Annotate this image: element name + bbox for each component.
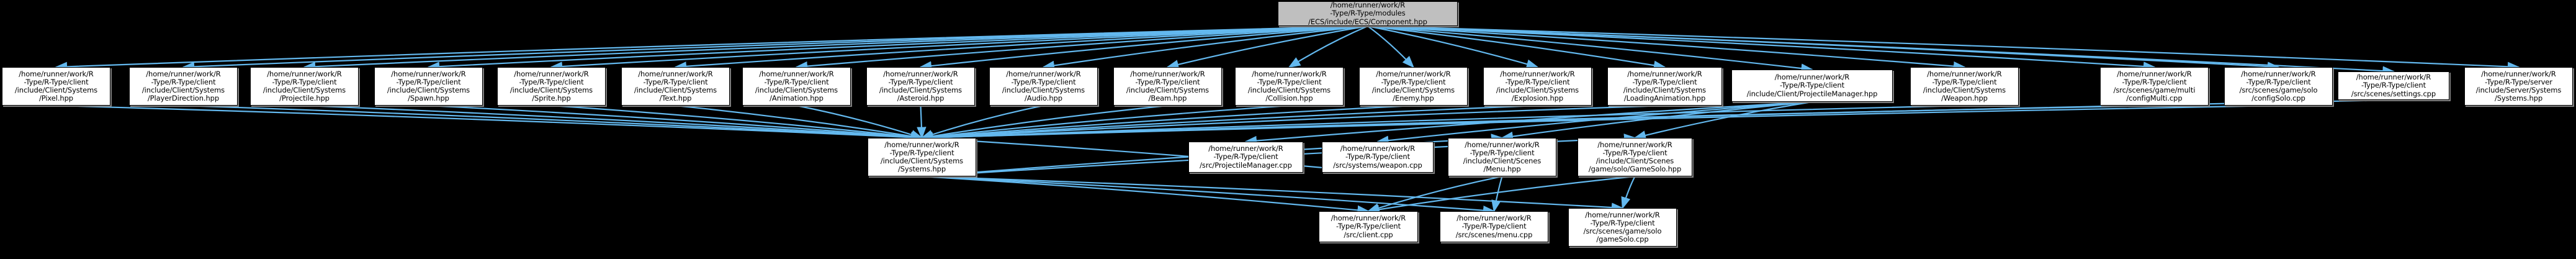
graph-edge-clientsystems-to-gamesolocpp — [922, 175, 1624, 212]
graph-edge-playerdirection-to-clientsystems — [183, 104, 923, 142]
graph-node-projectilemanagercpp[interactable]: /home/runner/work/R -Type/R-Type/client … — [1188, 142, 1303, 173]
graph-node-clientcpp[interactable]: /home/runner/work/R -Type/R-Type/client … — [1319, 211, 1418, 242]
graph-node-projectilemanager[interactable]: /home/runner/work/R -Type/R-Type/client … — [1731, 70, 1893, 102]
graph-edge-explosion-to-clientsystems — [920, 104, 1538, 142]
graph-node-projectile[interactable]: /home/runner/work/R -Type/R-Type/client … — [250, 67, 359, 106]
graph-edge-menuhpp-to-clientcpp — [1367, 175, 1502, 213]
graph-node-gamesolohpp[interactable]: /home/runner/work/R -Type/R-Type/client … — [1577, 138, 1692, 176]
graph-edge-clientsystems-to-clientcpp — [922, 175, 1370, 216]
graph-edge-gamesolohpp-to-gamesolocpp — [1621, 176, 1636, 210]
graph-edge-weaponcpp-to-clientsystems — [920, 134, 1378, 174]
graph-edge-root-to-asteroid — [919, 25, 1368, 71]
graph-edge-configmulti-to-clientsystems — [920, 104, 2155, 143]
graph-node-configmulti[interactable]: /home/runner/work/R -Type/R-Type/client … — [2100, 67, 2209, 106]
graph-node-weaponcpp[interactable]: /home/runner/work/R -Type/R-Type/client … — [1322, 142, 1434, 173]
graph-node-menuhpp[interactable]: /home/runner/work/R -Type/R-Type/client … — [1448, 138, 1556, 176]
graph-edge-configsolo-to-clientsystems — [920, 104, 2279, 143]
graph-edge-root-to-sprite — [550, 25, 1368, 71]
graph-edge-collision-to-clientsystems — [920, 104, 1290, 142]
graph-edge-root-to-text — [674, 25, 1368, 71]
graph-edge-root-to-settings — [1367, 25, 2395, 76]
graph-edge-root-to-serversystems — [1367, 25, 2520, 71]
graph-edge-text-to-clientsystems — [675, 104, 923, 141]
graph-edge-root-to-projectilemanager — [1367, 25, 1814, 73]
graph-edge-sprite-to-clientsystems — [551, 104, 923, 142]
graph-edge-audio-to-clientsystems — [920, 104, 1044, 139]
graph-edge-root-to-audio — [1042, 25, 1368, 71]
graph-node-gamesolocpp[interactable]: /home/runner/work/R -Type/R-Type/client … — [1568, 208, 1677, 247]
graph-node-animation[interactable]: /home/runner/work/R -Type/R-Type/client … — [742, 67, 851, 106]
graph-node-settings[interactable]: /home/runner/work/R -Type/R-Type/client … — [2338, 71, 2449, 100]
graph-node-spawn[interactable]: /home/runner/work/R -Type/R-Type/client … — [374, 67, 483, 106]
graph-edge-settings-to-clientsystems — [920, 99, 2394, 143]
graph-edge-gamesolohpp-to-clientcpp — [1367, 175, 1635, 214]
graph-edge-root-to-pixel — [55, 25, 1368, 72]
graph-node-weapon[interactable]: /home/runner/work/R -Type/R-Type/client … — [1910, 67, 2019, 106]
graph-edge-projectilemanager-to-menuhpp — [1501, 101, 1813, 142]
graph-edge-animation-to-clientsystems — [796, 104, 923, 140]
graph-edge-root-to-loadinganimation — [1367, 25, 1666, 70]
graph-edge-root-to-configmulti — [1367, 25, 2156, 71]
graph-node-asteroid[interactable]: /home/runner/work/R -Type/R-Type/client … — [866, 67, 975, 106]
graph-node-menucpp[interactable]: /home/runner/work/R -Type/R-Type/client … — [1440, 211, 1548, 242]
graph-edge-root-to-projectile — [303, 25, 1368, 71]
graph-edge-root-to-spawn — [427, 25, 1368, 71]
graph-edge-root-to-collision — [1288, 25, 1368, 68]
graph-edge-root-to-configsolo — [1367, 25, 2280, 71]
graph-edge-enemy-to-clientsystems — [920, 104, 1414, 142]
graph-edge-projectilemanager-to-weaponcpp — [1376, 101, 1813, 145]
graph-edge-root-to-beam — [1166, 25, 1368, 70]
graph-node-serversystems[interactable]: /home/runner/work/R -Type/R-Type/server … — [2464, 67, 2573, 106]
graph-edge-weapon-to-clientsystems — [920, 104, 1965, 143]
graph-node-beam[interactable]: /home/runner/work/R -Type/R-Type/client … — [1113, 67, 1222, 106]
graph-edge-root-to-weapon — [1367, 25, 1966, 71]
graph-edge-projectilemanager-to-projectilemanagercpp — [1244, 101, 1813, 146]
graph-edge-spawn-to-clientsystems — [428, 104, 923, 142]
graph-edge-clientsystems-to-menucpp — [922, 175, 1496, 216]
graph-node-explosion[interactable]: /home/runner/work/R -Type/R-Type/client … — [1483, 67, 1592, 106]
graph-edge-pixel-to-clientsystems — [56, 104, 923, 142]
graph-node-configsolo[interactable]: /home/runner/work/R -Type/R-Type/client … — [2224, 67, 2333, 106]
graph-node-audio[interactable]: /home/runner/work/R -Type/R-Type/client … — [989, 67, 1098, 106]
graph-node-sprite[interactable]: /home/runner/work/R -Type/R-Type/client … — [497, 67, 606, 106]
graph-node-pixel[interactable]: /home/runner/work/R -Type/R-Type/client … — [2, 67, 110, 106]
graph-edge-menuhpp-to-menucpp — [1491, 176, 1503, 213]
graph-node-text[interactable]: /home/runner/work/R -Type/R-Type/client … — [621, 67, 730, 106]
graph-edge-root-to-explosion — [1367, 25, 1539, 69]
graph-edge-root-to-animation — [795, 25, 1368, 71]
graph-edge-beam-to-clientsystems — [920, 104, 1168, 141]
graph-edge-root-to-playerdirection — [182, 25, 1368, 71]
graph-node-playerdirection[interactable]: /home/runner/work/R -Type/R-Type/client … — [129, 67, 238, 106]
graph-edge-asteroid-to-clientsystems — [917, 105, 927, 140]
graph-edge-loadinganimation-to-clientsystems — [920, 104, 1665, 142]
graph-edge-root-to-enemy — [1367, 25, 1415, 68]
graph-edge-projectile-to-clientsystems — [304, 104, 923, 142]
graph-node-collision[interactable]: /home/runner/work/R -Type/R-Type/client … — [1235, 67, 1344, 106]
graph-node-root[interactable]: /home/runner/work/R -Type/R-Type/modules… — [1278, 1, 1458, 26]
graph-edge-projectilemanager-to-gamesolohpp — [1633, 101, 1813, 140]
graph-node-clientsystems[interactable]: /home/runner/work/R -Type/R-Type/client … — [868, 138, 976, 176]
graph-node-enemy[interactable]: /home/runner/work/R -Type/R-Type/client … — [1359, 67, 1468, 106]
graph-node-loadinganimation[interactable]: /home/runner/work/R -Type/R-Type/client … — [1607, 67, 1722, 106]
